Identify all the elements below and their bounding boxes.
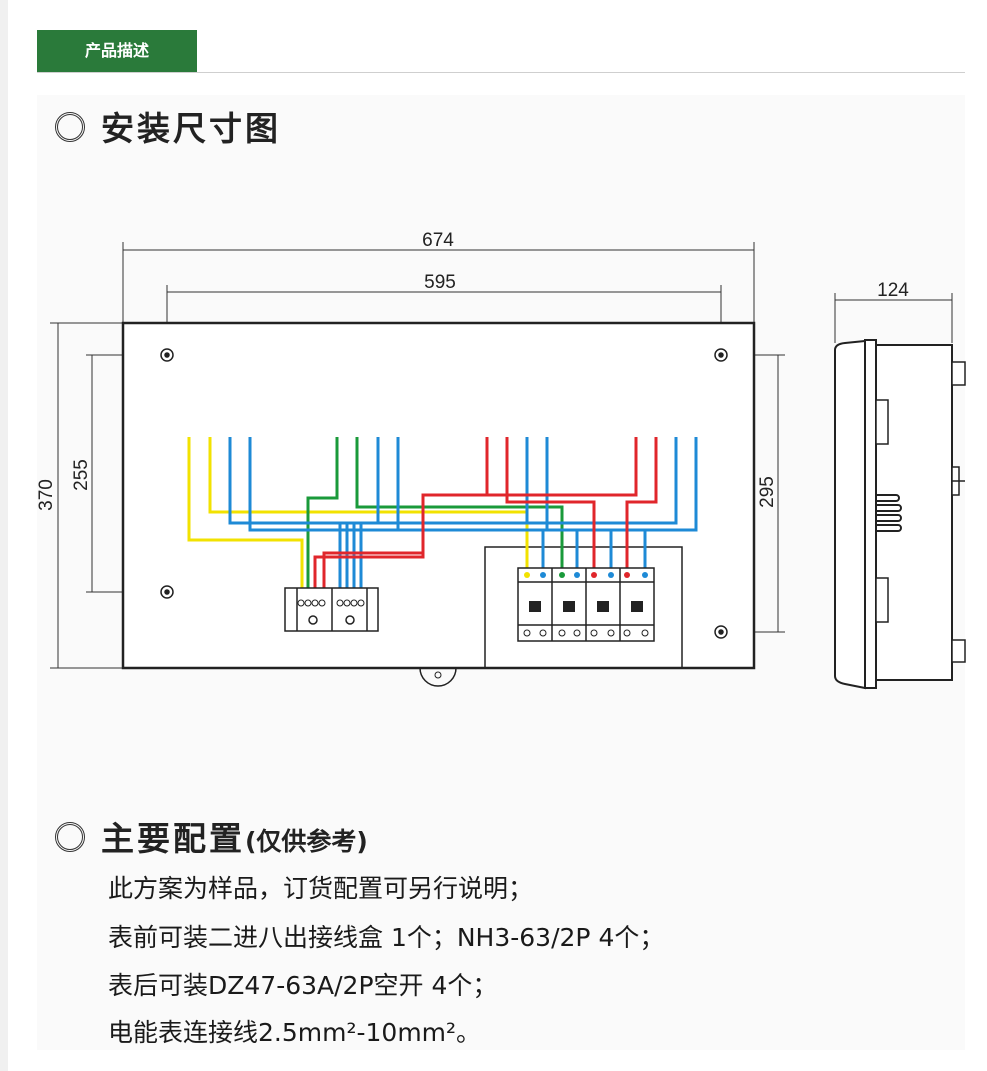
dim-height-outer: 370 [36, 479, 57, 511]
dim-height-right: 295 [757, 476, 778, 508]
heading-note: (仅供参考) [245, 827, 368, 856]
dim-height-left: 255 [71, 459, 92, 491]
wire-green [306, 437, 564, 595]
wire-red [313, 437, 658, 595]
tab-divider [37, 72, 965, 73]
config-line: 电能表连接线2.5mm²-10mm²。 [108, 1018, 482, 1047]
double-circle-icon [55, 821, 85, 852]
wire-yellow [187, 437, 529, 595]
double-circle-icon [55, 111, 85, 142]
front-view [121, 321, 756, 687]
circuit-breakers [517, 567, 655, 642]
section-heading-main-config: 主要配置(仅供参考) [55, 812, 368, 860]
heading-text: 安装尺寸图 [101, 109, 281, 148]
screw-hole-icon [160, 348, 728, 639]
wire-blue [228, 437, 698, 595]
left-margin [0, 0, 8, 1071]
dim-depth: 124 [877, 280, 909, 301]
config-line: 表后可装DZ47-63A/2P空开 4个； [108, 971, 498, 1000]
side-view [834, 339, 966, 690]
breaker-compartment [484, 546, 683, 669]
mounting-tab [419, 667, 457, 687]
terminal-block [284, 587, 379, 632]
tab-product-description[interactable]: 产品描述 [37, 30, 197, 72]
section-heading-install-dimensions: 安装尺寸图 [55, 102, 281, 150]
dim-width-holes: 595 [424, 272, 456, 293]
dim-width-outer: 674 [422, 230, 454, 251]
vent-slots [876, 494, 902, 532]
config-line: 此方案为样品，订货配置可另行说明； [108, 874, 534, 903]
config-line: 表前可装二进八出接线盒 1个；NH3-63/2P 4个； [108, 923, 665, 952]
heading-text: 主要配置 [101, 819, 245, 858]
wiring [187, 437, 698, 595]
